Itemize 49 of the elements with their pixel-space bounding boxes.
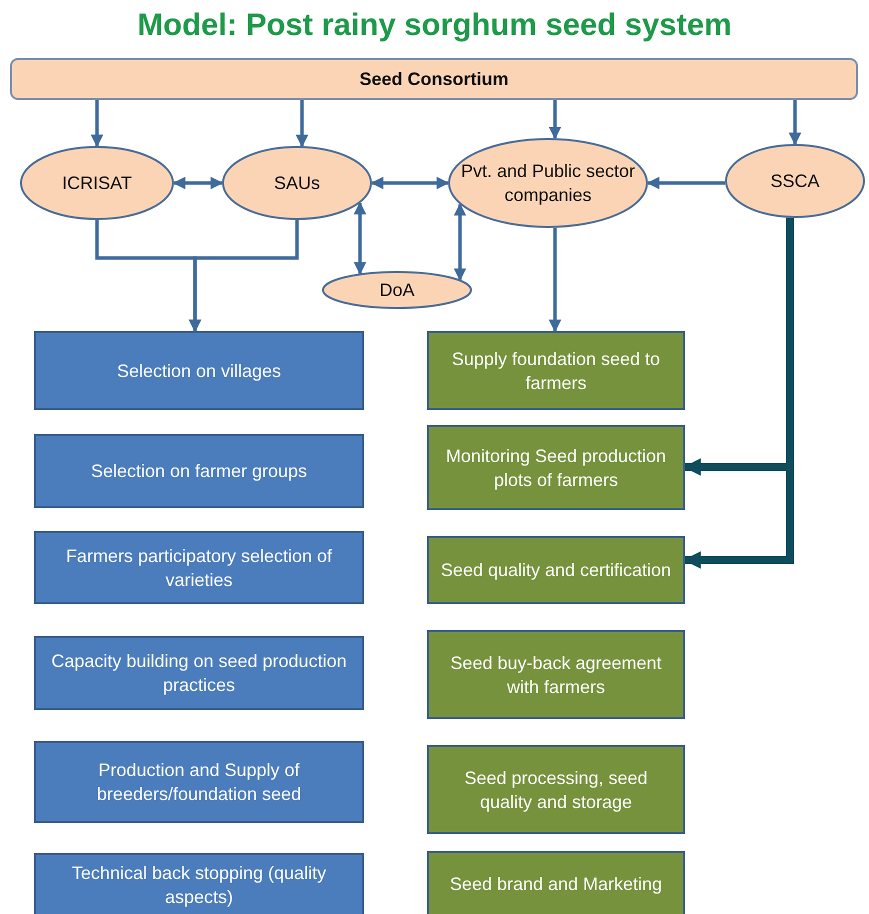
node-label: Supply foundation seed to farmers — [450, 348, 662, 394]
node-label: Capacity building on seed production practices — [50, 650, 348, 697]
node-label: SSCA — [769, 170, 821, 193]
node-label: Production and Supply of breeders/foundation seed — [96, 759, 302, 806]
process-box — [34, 434, 364, 508]
arrow — [646, 176, 726, 190]
node-label: Seed buy-back agreement with farmers — [449, 652, 663, 698]
node-label: ICRISAT — [61, 172, 133, 195]
ellipse-node — [322, 271, 472, 309]
header-bar — [10, 58, 858, 100]
node-label: Farmers participatory selection of varieties — [64, 544, 334, 592]
process-box — [427, 331, 685, 410]
node-label: Seed Consortium — [358, 68, 510, 91]
arrow — [90, 100, 104, 148]
node-label: Seed quality and certification — [440, 559, 672, 582]
arrow — [188, 220, 299, 332]
ellipse-node — [725, 144, 865, 218]
node-label: Selection on farmer groups — [90, 460, 308, 483]
arrow — [296, 100, 308, 148]
arrow — [683, 218, 794, 569]
diagram-title: Model: Post rainy sorghum seed system — [136, 6, 733, 44]
node-label: Seed processing, seed quality and storage — [463, 766, 649, 814]
node-label: Selection on villages — [116, 360, 282, 382]
arrow — [370, 176, 450, 190]
arrow — [172, 176, 224, 190]
process-box — [427, 536, 685, 604]
arrow — [454, 203, 466, 281]
node-label: Monitoring Seed production plots of farmers — [444, 444, 668, 492]
process-box — [34, 853, 364, 914]
node-label: SAUs — [272, 172, 321, 195]
arrow — [548, 228, 562, 332]
process-box — [34, 741, 364, 823]
process-box — [427, 630, 685, 719]
process-box — [427, 745, 685, 834]
arrow — [548, 100, 562, 140]
process-box — [427, 425, 685, 510]
node-label: DoA — [378, 279, 416, 302]
node-label: Technical back stopping (quality aspects) — [70, 862, 328, 909]
process-box — [34, 331, 364, 410]
node-label: Seed brand and Marketing — [448, 873, 664, 896]
process-box — [427, 851, 685, 914]
ellipse-node — [222, 146, 372, 220]
process-box — [34, 636, 364, 710]
arrow — [788, 100, 802, 146]
arrow — [354, 202, 366, 275]
process-box — [34, 531, 364, 604]
node-label: Pvt. and Public sector companies — [460, 160, 636, 207]
ellipse-node — [448, 138, 648, 228]
ellipse-node — [20, 146, 174, 220]
